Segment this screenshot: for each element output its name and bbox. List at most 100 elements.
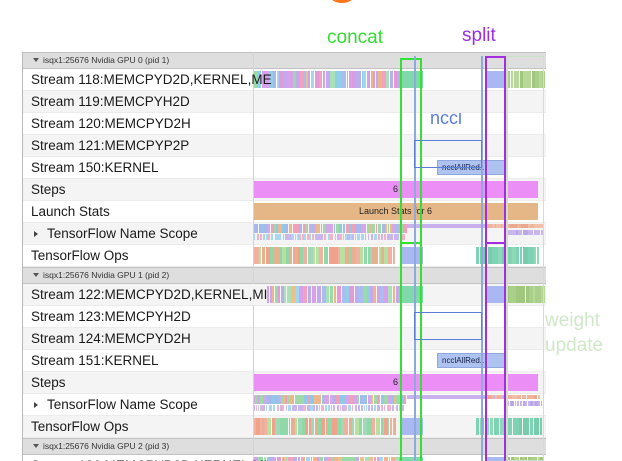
trace-event-block	[342, 234, 344, 240]
track-lane[interactable]	[253, 328, 546, 349]
collapse-triangle-icon[interactable]	[33, 273, 39, 277]
track-row[interactable]: Stream 119:MEMCPYH2D	[23, 91, 546, 113]
trace-event-block	[403, 234, 405, 240]
trace-event-block	[332, 395, 336, 404]
track-lane[interactable]	[253, 91, 546, 112]
collapse-triangle-icon[interactable]	[33, 444, 39, 448]
collapse-triangle-icon[interactable]	[33, 58, 39, 62]
track-lane[interactable]: Launch Stats for 6	[253, 201, 546, 222]
track-row[interactable]: TensorFlow Name Scope	[23, 394, 546, 416]
track-lane[interactable]: 6	[253, 179, 546, 200]
track-lane[interactable]: 6	[253, 372, 546, 393]
track-lane[interactable]	[253, 284, 546, 305]
track-group-header[interactable]: isqx1:25676 Nvidia GPU 2 (pid 3)	[23, 438, 546, 455]
track-row[interactable]: TensorFlow Ops	[23, 416, 546, 438]
expand-triangle-icon[interactable]	[34, 402, 38, 408]
track-row[interactable]: Stream 120:MEMCPYD2H	[23, 113, 546, 135]
step-block[interactable]: 6	[253, 374, 538, 391]
trace-event-block	[522, 247, 528, 264]
trace-event-block	[359, 457, 365, 461]
trace-event-block	[537, 395, 541, 399]
trace-event-block	[519, 457, 523, 461]
trace-event-block	[274, 247, 279, 264]
trace-event-block	[281, 395, 283, 404]
trace-event-block	[325, 418, 328, 435]
trace-viewer-panel[interactable]: isqx1:25676 Nvidia GPU 0 (pid 1)Stream 1…	[22, 52, 546, 461]
annotation-concat: concat	[327, 27, 383, 48]
trace-event-block	[391, 405, 395, 411]
trace-event-block	[360, 247, 364, 264]
trace-event-block	[388, 457, 391, 461]
trace-event-block	[344, 418, 349, 435]
track-lane[interactable]	[253, 416, 546, 437]
track-row[interactable]: Stream 126:MEMCPYD2D,KERNEL,MI	[23, 455, 546, 461]
track-lane[interactable]	[253, 223, 546, 244]
track-lane[interactable]	[253, 135, 546, 156]
launch-stats-block[interactable]: Launch Stats for 6	[253, 203, 538, 220]
step-block[interactable]: 6	[253, 181, 538, 198]
track-row[interactable]: Stream 124:MEMCPYD2H	[23, 328, 546, 350]
track-lane[interactable]	[253, 306, 546, 327]
track-row[interactable]: TensorFlow Ops	[23, 245, 546, 267]
trace-event-block	[517, 457, 520, 461]
trace-event-block	[528, 224, 531, 228]
trace-event-block	[267, 457, 269, 461]
trace-event-block	[403, 224, 407, 233]
trace-event-block	[255, 405, 257, 411]
trace-event-block	[336, 395, 340, 404]
track-lane[interactable]	[253, 245, 546, 266]
track-lane[interactable]	[253, 69, 546, 90]
track-row[interactable]: Stream 118:MEMCPYD2D,KERNEL,ME	[23, 69, 546, 91]
trace-event-block	[396, 234, 399, 240]
trace-event-block	[253, 418, 256, 435]
track-group-header[interactable]: isqx1:25676 Nvidia GPU 0 (pid 1)	[23, 52, 546, 69]
trace-event-block	[288, 224, 293, 233]
trace-event-block	[537, 71, 539, 88]
trace-event-block	[285, 395, 288, 404]
trace-event-block	[349, 395, 354, 404]
trace-event-block	[253, 71, 258, 88]
trace-event-block	[533, 401, 535, 406]
track-row[interactable]: Stream 122:MEMCPYD2D,KERNEL,MI	[23, 284, 546, 306]
trace-event-block	[292, 224, 296, 233]
nccl-allreduce-event[interactable]: ncclAllRed...	[437, 160, 505, 175]
trace-event-block	[319, 247, 324, 264]
trace-event-block	[320, 224, 323, 233]
trace-event-block	[259, 418, 263, 435]
track-row[interactable]: Stream 121:MEMCPYP2P	[23, 135, 546, 157]
trace-event-block	[316, 418, 321, 435]
trace-event-block	[260, 395, 264, 404]
trace-event-block	[357, 395, 360, 404]
track-lane[interactable]	[253, 455, 546, 461]
track-row[interactable]: Stream 123:MEMCPYH2D	[23, 306, 546, 328]
track-lane[interactable]	[253, 113, 546, 134]
trace-event-block	[308, 71, 310, 88]
expand-triangle-icon[interactable]	[34, 231, 38, 237]
trace-event-block	[342, 457, 347, 461]
trace-event-block	[388, 405, 392, 411]
trace-event-block	[270, 224, 274, 233]
track-lane[interactable]: ncclAllRed...	[253, 157, 546, 178]
trace-event-block	[342, 395, 346, 404]
trace-event-block	[342, 405, 345, 411]
trace-event-block	[298, 405, 301, 411]
trace-event-block	[299, 71, 304, 88]
trace-event-block	[356, 234, 360, 240]
trace-event-block	[326, 457, 331, 461]
track-lane[interactable]	[253, 394, 546, 415]
trace-event-block	[284, 418, 289, 435]
trace-event-block	[383, 286, 388, 303]
track-row[interactable]: TensorFlow Name Scope	[23, 223, 546, 245]
track-group-header[interactable]: isqx1:25676 Nvidia GPU 1 (pid 2)	[23, 267, 546, 284]
track-lane[interactable]: ncclAllRed...	[253, 350, 546, 371]
trace-event-block	[536, 247, 540, 264]
nccl-allreduce-event[interactable]: ncclAllRed...	[437, 353, 505, 368]
trace-event-block	[538, 230, 541, 235]
trace-event-block	[310, 71, 315, 88]
annotation-weight-update-line2: update	[545, 335, 604, 356]
